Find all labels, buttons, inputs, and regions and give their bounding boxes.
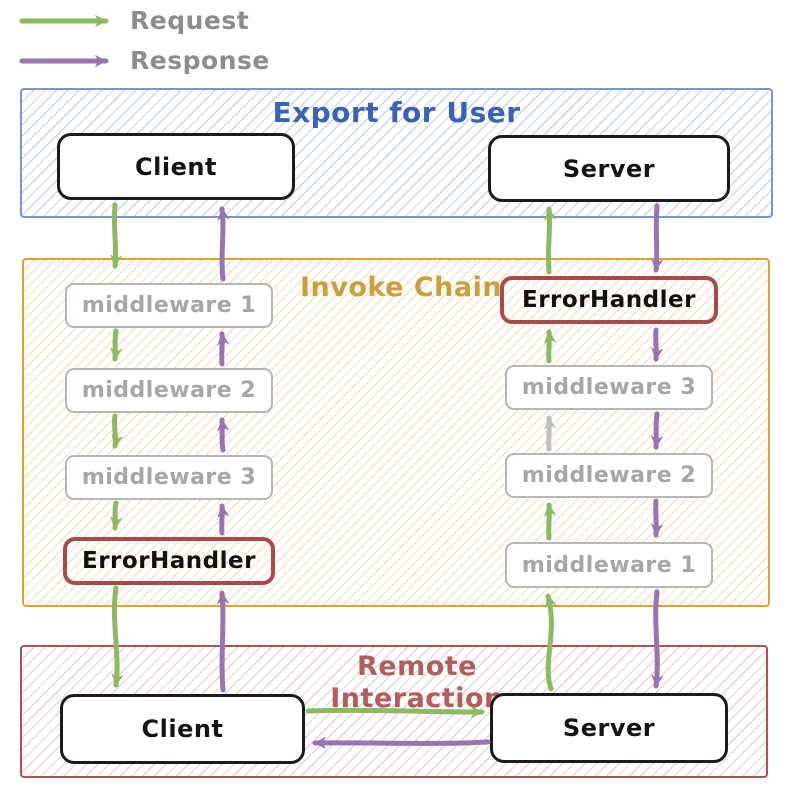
invoke-chain-title: Invoke Chain bbox=[300, 272, 503, 303]
export-server-node: Server bbox=[488, 135, 730, 202]
remote-server-label: Server bbox=[562, 714, 656, 742]
legend-request-label: Request bbox=[130, 6, 250, 35]
export-server-label: Server bbox=[562, 154, 656, 183]
server-middleware-1-label: middleware 1 bbox=[521, 552, 697, 578]
client-middleware-1-label: middleware 1 bbox=[81, 293, 257, 318]
remote-title-line2: Interaction bbox=[330, 683, 504, 714]
export-for-user-title: Export for User bbox=[272, 96, 521, 129]
export-client-node: Client bbox=[57, 133, 295, 200]
client-errorhandler-label: ErrorHandler bbox=[82, 548, 256, 574]
client-middleware-3-label: middleware 3 bbox=[81, 465, 257, 490]
client-middleware-2-node: middleware 2 bbox=[65, 368, 273, 413]
legend-response-label: Response bbox=[130, 46, 270, 75]
remote-title-line1: Remote bbox=[356, 651, 477, 682]
export-client-label: Client bbox=[135, 152, 217, 181]
server-middleware-2-node: middleware 2 bbox=[505, 453, 713, 498]
server-middleware-1-node: middleware 1 bbox=[505, 542, 713, 588]
remote-server-node: Server bbox=[490, 693, 728, 763]
server-middleware-3-node: middleware 3 bbox=[505, 365, 713, 410]
remote-client-label: Client bbox=[141, 715, 224, 743]
client-middleware-2-label: middleware 2 bbox=[81, 378, 257, 403]
server-middleware-3-label: middleware 3 bbox=[521, 375, 697, 400]
server-middleware-2-label: middleware 2 bbox=[521, 463, 697, 488]
client-errorhandler-node: ErrorHandler bbox=[63, 537, 275, 585]
client-middleware-1-node: middleware 1 bbox=[65, 283, 273, 328]
client-middleware-3-node: middleware 3 bbox=[65, 455, 273, 500]
server-errorhandler-node: ErrorHandler bbox=[500, 276, 718, 324]
server-errorhandler-label: ErrorHandler bbox=[522, 287, 696, 313]
remote-client-node: Client bbox=[60, 694, 305, 764]
